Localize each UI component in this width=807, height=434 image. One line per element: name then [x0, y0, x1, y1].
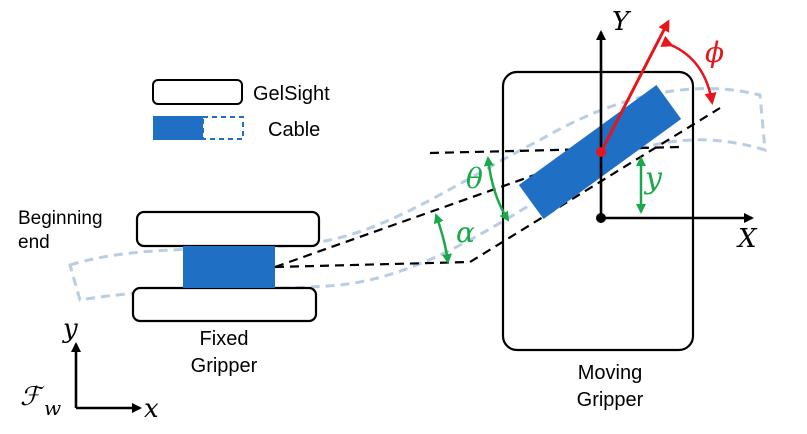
world-frame-x-label: x	[144, 394, 159, 424]
legend-cable-label: Cable	[268, 119, 320, 141]
fixed-gripper-label-line2: Gripper	[191, 355, 258, 377]
dashed-line-cable-axis	[469, 107, 721, 263]
theta-label: θ	[466, 162, 483, 195]
legend-gelsight-swatch	[152, 79, 243, 105]
world-frame-F-label: ℱ	[20, 382, 45, 412]
theta-arc	[483, 156, 510, 222]
orientation-arrow	[599, 19, 670, 153]
phi-label: ϕ	[705, 36, 724, 69]
moving-frame-Y-label: Y	[612, 7, 632, 37]
y-offset-label: y	[643, 161, 663, 196]
world-frame-subscript: w	[44, 396, 61, 420]
legend-gelsight-label: GelSight	[253, 83, 330, 105]
moving-frame-origin	[596, 213, 606, 223]
fixed-gripper-label-line1: Fixed	[200, 328, 249, 350]
cable-segment-fixed	[183, 246, 275, 288]
phi-arc	[660, 35, 717, 105]
beginning-end-label-line2: end	[18, 232, 50, 253]
cable-outline	[68, 87, 767, 302]
alpha-arc	[434, 213, 452, 264]
world-frame-y-label: y	[62, 314, 78, 344]
legend-cable-swatch-dashed	[202, 116, 244, 140]
fixed-gripper-lower-pad	[131, 286, 318, 323]
alpha-label: α	[456, 216, 475, 249]
beginning-end-label-line1: Beginning	[18, 208, 103, 229]
legend-cable-swatch-solid	[153, 116, 203, 140]
moving-gripper-label-line2: Gripper	[577, 389, 644, 411]
fixed-gripper-upper-pad	[135, 210, 321, 248]
dashed-line-alpha-ray	[274, 260, 471, 269]
moving-gripper-label-line1: Moving	[578, 362, 642, 384]
cable-center-point	[596, 147, 606, 157]
dashed-line-horizontal-ref	[429, 145, 681, 155]
moving-frame-X-label: X	[736, 224, 758, 254]
